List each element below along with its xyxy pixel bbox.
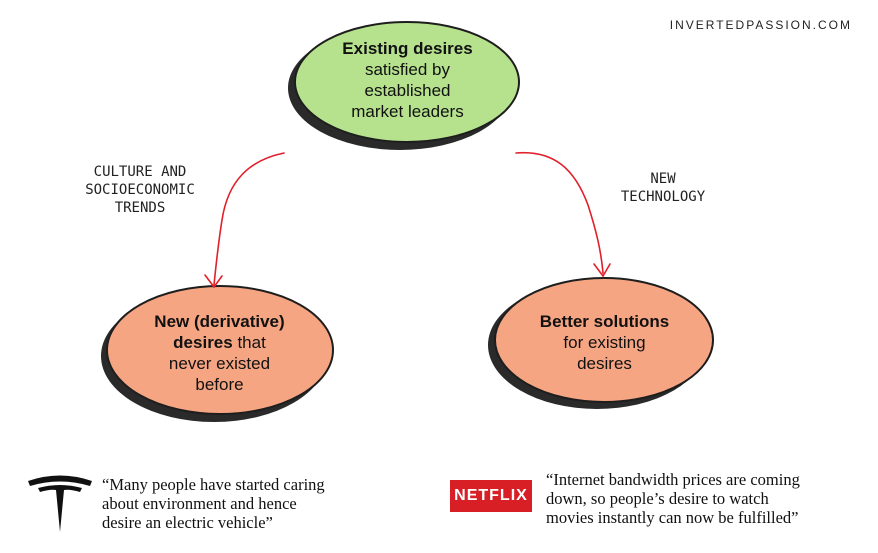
node-left-title: New (derivative) <box>154 312 285 331</box>
tesla-logo-icon <box>28 475 92 532</box>
netflix-quote-line-1: “Internet bandwidth prices are coming <box>546 470 800 489</box>
trend-left-line-2: SOCIOECONOMIC <box>85 182 195 198</box>
tesla-quote-line-3: desire an electric vehicle” <box>102 513 273 532</box>
node-left-line-2-rest: that <box>232 333 266 352</box>
brand-label: INVERTEDPASSION.COM <box>669 18 852 32</box>
node-top-line-3: market leaders <box>351 102 464 121</box>
node-right-line-2: for existing <box>563 332 646 352</box>
trend-label-right: NEW TECHNOLOGY <box>598 170 728 206</box>
netflix-quote: “Internet bandwidth prices are coming do… <box>546 470 866 527</box>
node-left-line-3: never existed <box>168 354 271 373</box>
node-left-line-4: before <box>195 375 244 394</box>
node-right-title: Better solutions <box>539 311 670 331</box>
netflix-logo: NETFLIX <box>450 480 532 512</box>
trend-label-left: CULTURE AND SOCIOECONOMIC TRENDS <box>70 163 210 217</box>
node-left-ellipse <box>106 285 334 415</box>
node-left: New (derivative) desires that never exis… <box>112 305 327 401</box>
node-top: Existing desires satisfied by establishe… <box>300 30 515 130</box>
trend-right-line-1: NEW <box>650 171 676 187</box>
node-top-title: Existing desires <box>342 39 473 58</box>
node-top-line-2: established <box>364 81 451 100</box>
node-top-shape <box>288 21 520 150</box>
trend-left-line-3: TRENDS <box>114 200 166 216</box>
arrow-right <box>515 151 611 278</box>
netflix-quote-line-2: down, so people’s desire to watch <box>546 489 769 508</box>
tesla-quote-line-2: about environment and hence <box>102 494 297 513</box>
arrow-right-head <box>593 263 611 278</box>
node-left-shape <box>101 285 334 422</box>
netflix-logo-text: NETFLIX <box>454 487 528 504</box>
node-right-line-3: desires <box>577 353 632 373</box>
trend-right-line-2: TECHNOLOGY <box>620 189 706 205</box>
node-left-title-2: desires <box>173 333 233 352</box>
arrow-right-line <box>515 151 604 274</box>
netflix-quote-line-3: movies instantly can now be fulfilled” <box>546 508 799 527</box>
tesla-quote: “Many people have started caring about e… <box>102 475 402 532</box>
arrow-left <box>204 152 285 289</box>
node-right-shape <box>488 277 714 409</box>
trend-left-line-1: CULTURE AND <box>93 164 187 180</box>
arrow-left-line <box>213 152 285 286</box>
node-right-ellipse <box>494 277 714 403</box>
node-right: Better solutions for existing desires <box>497 305 712 379</box>
node-top-ellipse <box>294 21 520 143</box>
arrow-left-head <box>204 274 223 289</box>
tesla-quote-line-1: “Many people have started caring <box>102 475 325 494</box>
node-top-line-1: satisfied by <box>364 60 451 79</box>
